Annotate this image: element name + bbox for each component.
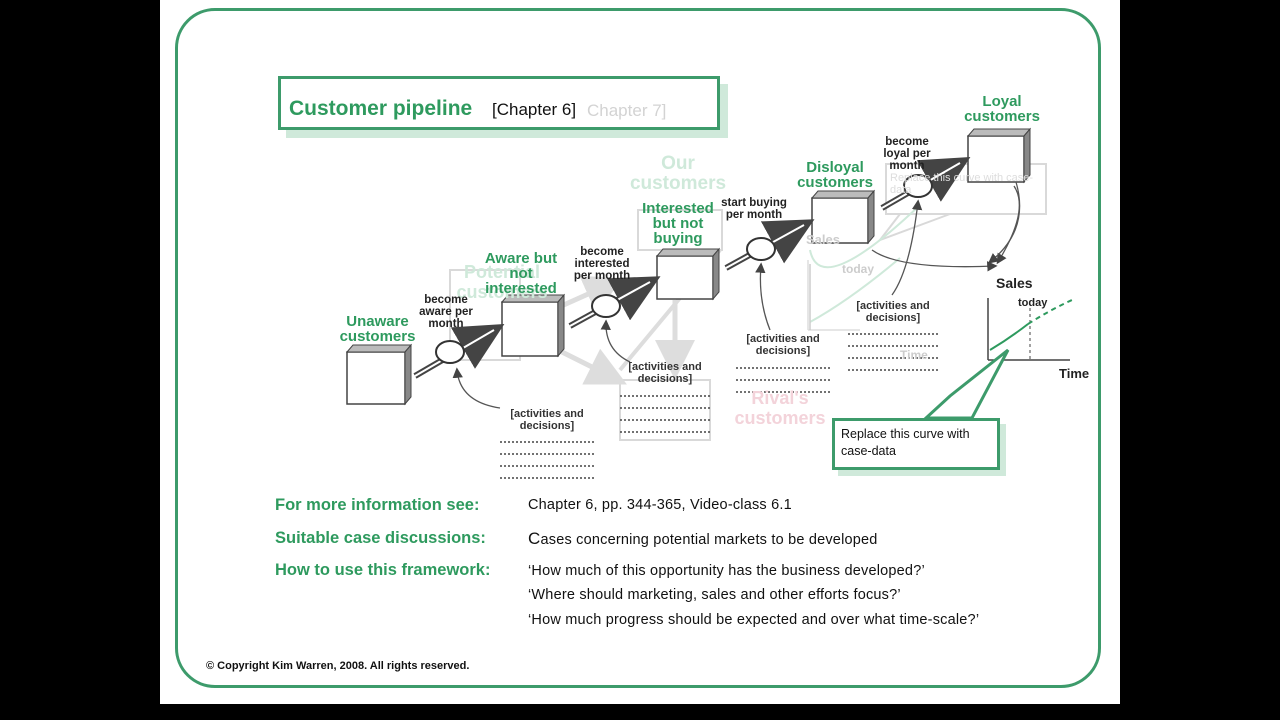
time-axis-label: Time xyxy=(1059,366,1090,381)
ghost-label-potential: Potential customers xyxy=(456,262,548,302)
question-2: ‘Where should marketing, sales and other… xyxy=(528,587,901,603)
case-discussions-label: Suitable case discussions: xyxy=(275,529,486,547)
title-ghost-text: Chapter 7] xyxy=(587,101,667,120)
stock-box-aware xyxy=(500,293,566,358)
question-1: ‘How much of this opportunity has the bu… xyxy=(528,563,925,579)
page-title: Customer pipeline xyxy=(289,97,473,120)
activities-label-2: [activities and decisions] xyxy=(628,361,702,385)
slide-frame xyxy=(175,8,1101,688)
stock-box-loyal xyxy=(966,127,1032,184)
decision-lines xyxy=(500,333,940,479)
sales-axis-label: Sales xyxy=(996,275,1033,291)
flow-label-start-buying: start buying per month xyxy=(721,197,787,221)
activities-label-3: [activities and decisions] xyxy=(746,333,820,357)
stock-label-aware: Aware but not interested xyxy=(484,250,558,297)
stock-label-disloyal: Disloyal customers xyxy=(797,159,873,191)
activities-label-1: [activities and decisions] xyxy=(510,408,584,432)
case-initial: C xyxy=(528,529,541,548)
ghost-sales-label: Sales xyxy=(806,232,840,247)
more-info-label: For more information see: xyxy=(275,496,480,514)
more-info-value: Chapter 6, pp. 344-365, Video-class 6.1 xyxy=(528,497,792,513)
flow-label-become-interested: become interested per month xyxy=(573,246,631,282)
title-box: Chapter 7] Customer pipeline [Chapter 6] xyxy=(278,76,720,130)
ghost-label-our: Our customers xyxy=(629,153,727,194)
influence-arrows xyxy=(452,185,1020,409)
flow-label-become-loyal: become loyal per month xyxy=(883,136,931,172)
chapter-reference: [Chapter 6] xyxy=(492,100,577,119)
today-label: today xyxy=(1018,297,1048,309)
ghost-today-label: today xyxy=(842,262,875,276)
pipeline-diagram xyxy=(345,127,1073,479)
ghost-label-rivals: Rival's customers xyxy=(734,388,826,428)
slide: Chapter 7] Customer pipeline [Chapter 6] xyxy=(160,0,1120,704)
stock-box-disloyal xyxy=(810,189,876,245)
ghost-time-label: Time xyxy=(900,348,928,362)
activities-label-4: [activities and decisions] xyxy=(856,300,930,324)
case-text: ases concerning potential markets to be … xyxy=(540,532,878,548)
how-to-use-label: How to use this framework: xyxy=(275,561,491,579)
ghost-callout-text: Replace this curve with case-data xyxy=(890,172,1034,196)
replace-curve-callout: Replace this curve with case-data xyxy=(832,418,1000,470)
copyright-notice: © Copyright Kim Warren, 2008. All rights… xyxy=(206,660,470,672)
case-discussions-value: Cases concerning potential markets to be… xyxy=(528,529,878,549)
stock-label-loyal: Loyal customers xyxy=(964,93,1040,125)
question-3: ‘How much progress should be expected an… xyxy=(528,612,980,628)
stock-box-interested xyxy=(655,247,721,301)
stock-label-interested: Interested but not buying xyxy=(642,200,714,247)
stock-label-unaware: Unaware customers xyxy=(339,313,416,345)
flow-label-become-aware: become aware per month xyxy=(419,294,473,330)
flow-valves xyxy=(435,174,933,364)
stock-box-unaware xyxy=(345,343,413,406)
